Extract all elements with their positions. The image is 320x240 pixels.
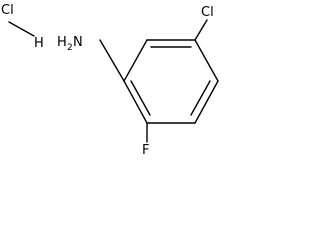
ring-chlorine-label: Cl — [201, 5, 214, 20]
ring-bond-3 — [194, 39, 219, 82]
structure-canvas: Cl H H 2 N Cl F — [0, 0, 224, 155]
hcl-bond — [8, 21, 35, 37]
ring-double-bond-left — [130, 80, 151, 116]
ring-bond-1 — [123, 39, 148, 82]
salt-hydrogen-label: H — [34, 36, 44, 51]
fluorine-label: F — [142, 143, 149, 155]
amine-n-label: N — [73, 35, 83, 50]
salt-chlorine-label: Cl — [1, 3, 14, 18]
ch2-bond — [99, 39, 125, 82]
ring-double-bond-right — [190, 80, 211, 116]
amine-h-label: H — [57, 35, 67, 50]
amine-subscript: 2 — [67, 43, 73, 53]
molecule-diagram: Cl H H 2 N Cl F — [1, 3, 219, 155]
ring-bond-6 — [123, 80, 148, 124]
cl-substituent-bond — [194, 19, 208, 41]
ring-bond-4 — [194, 80, 219, 124]
